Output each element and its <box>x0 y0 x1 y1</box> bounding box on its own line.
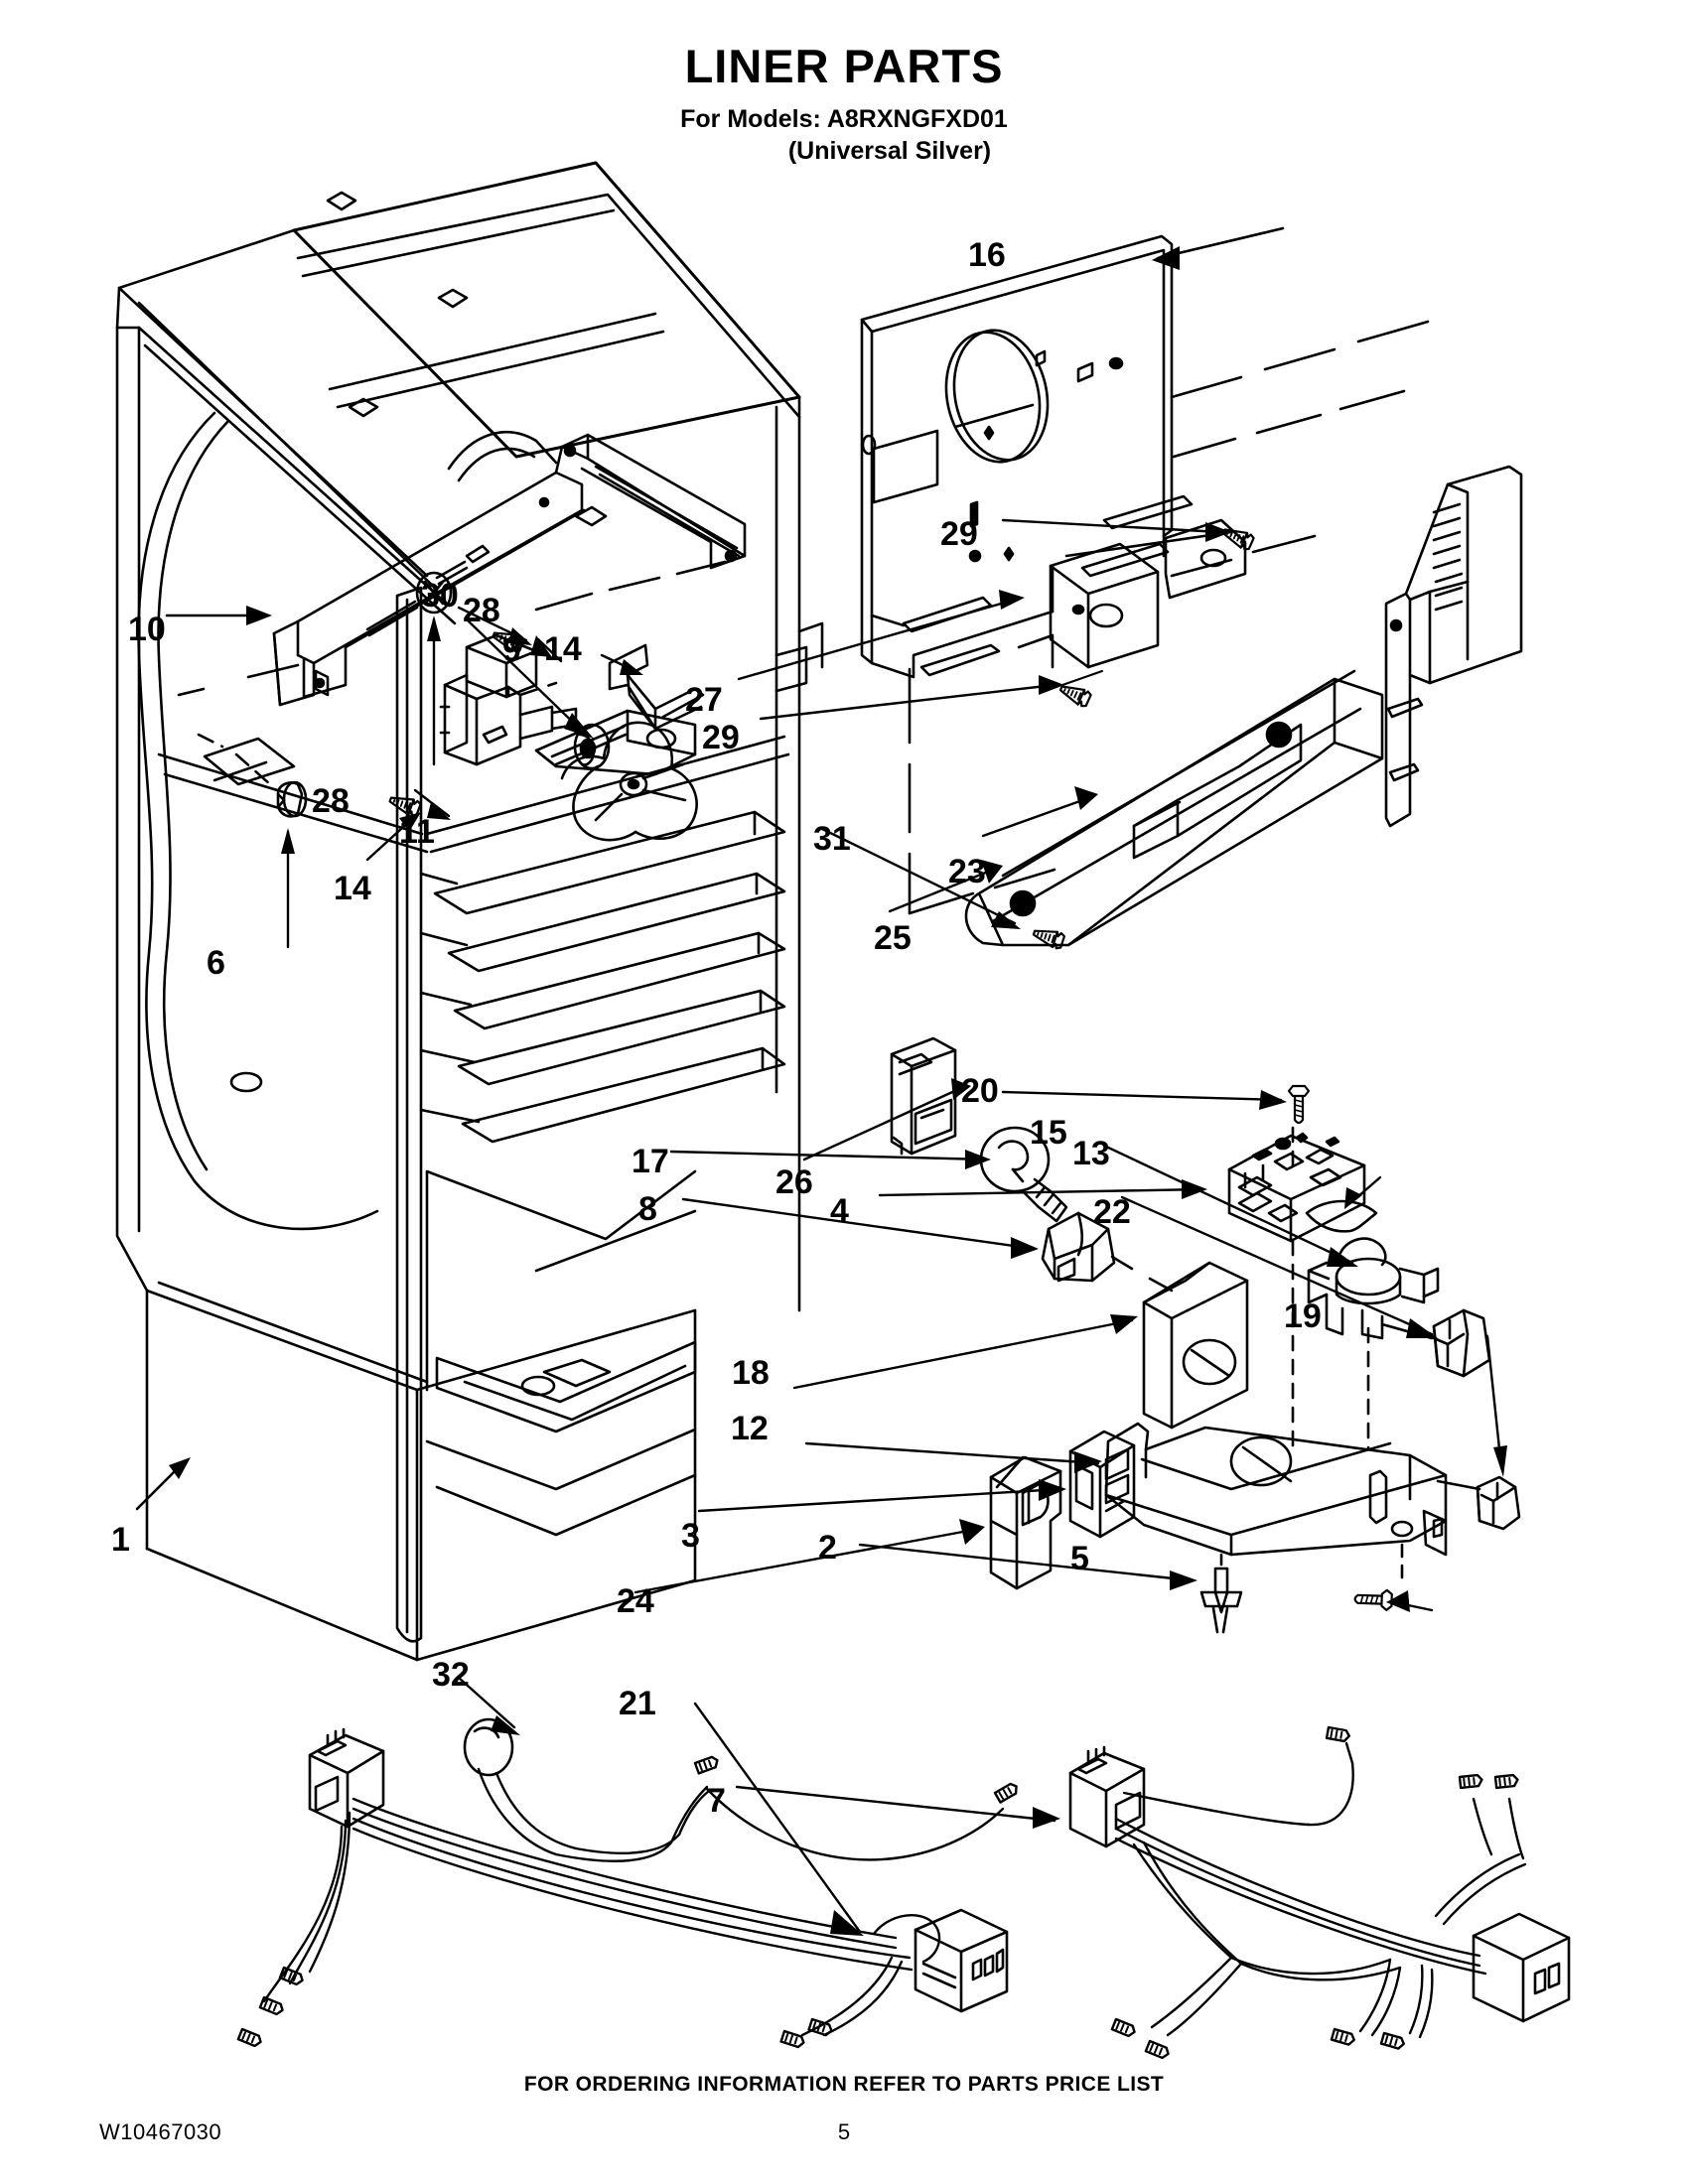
callout-4: 4 <box>830 1192 849 1230</box>
callout-15: 15 <box>1030 1114 1067 1152</box>
callout-18: 18 <box>732 1354 770 1392</box>
callout-30: 30 <box>421 577 459 614</box>
callout-29-secondary: 29 <box>702 719 740 756</box>
models-label: For Models: <box>680 105 821 134</box>
callout-7: 7 <box>707 1782 726 1820</box>
callout-6: 6 <box>207 944 225 982</box>
callout-16: 16 <box>968 236 1006 274</box>
callout-8: 8 <box>638 1190 657 1228</box>
callout-13: 13 <box>1072 1135 1110 1172</box>
callout-14: 14 <box>544 630 582 668</box>
page-title: LINER PARTS <box>684 40 1004 92</box>
callout-3: 3 <box>681 1517 700 1555</box>
callout-10: 10 <box>128 611 166 648</box>
callout-22: 22 <box>1093 1193 1131 1231</box>
callout-21: 21 <box>619 1685 656 1722</box>
callout-2: 2 <box>818 1529 837 1567</box>
callout-1: 1 <box>111 1521 130 1559</box>
callout-11: 11 <box>399 813 435 851</box>
callout-28: 28 <box>463 592 500 629</box>
model-line: For Models: A8RXNGFXD01 <box>0 104 1688 135</box>
models-value: A8RXNGFXD01 <box>826 105 1008 134</box>
callout-17: 17 <box>632 1143 669 1180</box>
ordering-information-note: FOR ORDERING INFORMATION REFER TO PARTS … <box>523 2073 1165 2096</box>
callout-28-secondary: 28 <box>312 782 350 820</box>
callout-26: 26 <box>775 1163 813 1201</box>
document-number: W10467030 <box>99 2119 222 2144</box>
callout-20: 20 <box>961 1072 999 1110</box>
callout-24: 24 <box>617 1582 654 1620</box>
callout-32: 32 <box>432 1656 470 1694</box>
page-number: 5 <box>837 2119 851 2144</box>
color-variant: (Universal Silver) <box>787 136 992 165</box>
callout-23: 23 <box>948 853 986 890</box>
callout-27: 27 <box>685 681 723 719</box>
callout-25: 25 <box>874 919 912 957</box>
callout-19: 19 <box>1284 1297 1322 1335</box>
callout-12: 12 <box>731 1410 769 1447</box>
callout-9: 9 <box>502 631 521 669</box>
callout-14-secondary: 14 <box>334 870 371 907</box>
callout-5: 5 <box>1070 1540 1089 1577</box>
callout-29: 29 <box>940 515 978 553</box>
page-header: LINER PARTS For Models: A8RXNGFXD01 (Uni… <box>0 42 1688 167</box>
callout-31: 31 <box>813 820 851 858</box>
